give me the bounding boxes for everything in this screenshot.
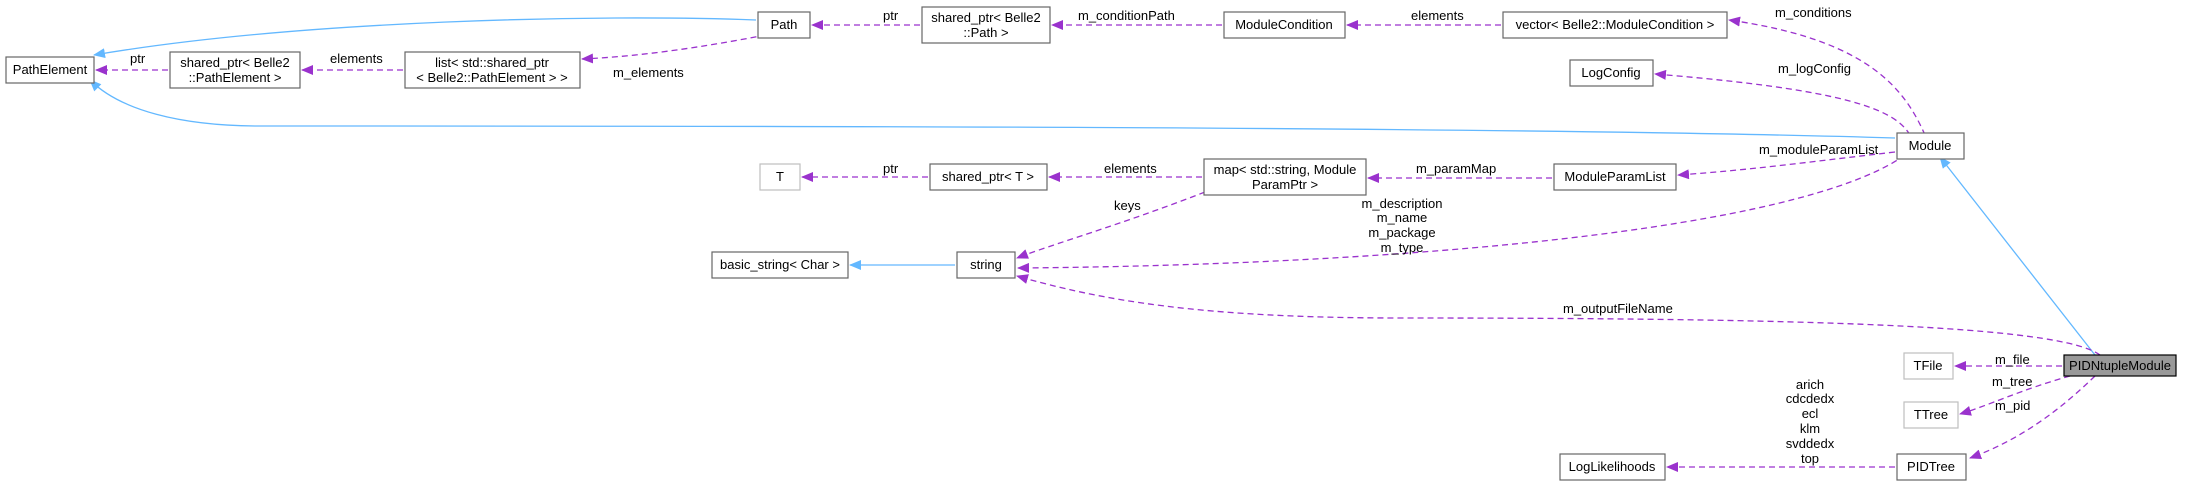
node-shared-ptr-t[interactable]: shared_ptr< T > (929, 163, 1048, 191)
node-shared-ptr-path-element-label-2: ::PathElement > (189, 70, 282, 85)
node-ttree-label: TTree (1914, 407, 1948, 422)
node-shared-ptr-path-element-label-1: shared_ptr< Belle2 (180, 55, 290, 70)
node-shared-ptr-path-element[interactable]: shared_ptr< Belle2 ::PathElement > (169, 51, 301, 89)
node-module-param-list[interactable]: ModuleParamList (1553, 163, 1677, 191)
node-list-shared-ptr[interactable]: list< std::shared_ptr < Belle2::PathElem… (404, 51, 581, 89)
node-basic-string-label: basic_string< Char > (720, 257, 840, 272)
node-map-label-2: ParamPtr > (1252, 177, 1318, 192)
node-log-likelihoods-label: LogLikelihoods (1569, 459, 1656, 474)
node-t[interactable]: T (759, 163, 801, 191)
label-likelihood-cdcdedx: cdcdedx (1786, 391, 1835, 406)
node-module[interactable]: Module (1896, 132, 1965, 160)
label-ptr-path-element: ptr (130, 51, 146, 66)
edge-pidntuple-inherits-module (1939, 156, 2096, 356)
edge-keys-to-string (1016, 191, 1206, 259)
label-module-string-m-type: m_type (1381, 240, 1424, 255)
node-shared-ptr-path[interactable]: shared_ptr< Belle2 ::Path > (921, 6, 1051, 44)
edge-m-conditions-to-vector (1728, 16, 1926, 136)
label-m-tree: m_tree (1992, 374, 2032, 389)
node-shared-ptr-path-label-2: ::Path > (963, 25, 1008, 40)
label-m-param-map: m_paramMap (1416, 161, 1496, 176)
node-vector-module-condition-label: vector< Belle2::ModuleCondition > (1516, 17, 1715, 32)
label-m-output-file-name: m_outputFileName (1563, 301, 1673, 316)
label-elements-map: elements (1104, 161, 1157, 176)
label-m-pid: m_pid (1995, 398, 2030, 413)
node-t-label: T (776, 169, 784, 184)
label-likelihood-top: top (1801, 451, 1819, 466)
node-shared-ptr-path-label-1: shared_ptr< Belle2 (931, 10, 1041, 25)
node-map-label-1: map< std::string, Module (1214, 162, 1357, 177)
label-likelihood-arich: arich (1796, 377, 1824, 392)
node-path-element[interactable]: PathElement (5, 56, 95, 84)
label-m-log-config: m_logConfig (1778, 61, 1851, 76)
node-list-shared-ptr-label-1: list< std::shared_ptr (435, 55, 549, 70)
node-string[interactable]: string (956, 251, 1016, 279)
edge-path-inherits-path-element (93, 17, 757, 59)
node-list-shared-ptr-label-2: < Belle2::PathElement > > (416, 70, 567, 85)
label-m-condition-path: m_conditionPath (1078, 8, 1175, 23)
label-module-string-m-name: m_name (1377, 210, 1428, 225)
node-string-label: string (970, 257, 1002, 272)
label-ptr-path: ptr (883, 8, 899, 23)
node-basic-string[interactable]: basic_string< Char > (711, 251, 849, 279)
node-pid-tree-label: PIDTree (1907, 459, 1955, 474)
node-tfile[interactable]: TFile (1903, 352, 1954, 380)
node-log-config-label: LogConfig (1581, 65, 1640, 80)
node-tfile-label: TFile (1914, 358, 1943, 373)
label-ptr-t: ptr (883, 161, 899, 176)
label-likelihood-ecl: ecl (1802, 406, 1819, 421)
label-m-module-param-list: m_moduleParamList (1759, 142, 1879, 157)
node-module-condition-label: ModuleCondition (1235, 17, 1333, 32)
label-m-elements: m_elements (613, 65, 684, 80)
edge-m-tree-to-ttree (1959, 375, 2071, 416)
node-log-config[interactable]: LogConfig (1569, 59, 1654, 87)
label-likelihood-klm: klm (1800, 421, 1820, 436)
node-vector-module-condition[interactable]: vector< Belle2::ModuleCondition > (1502, 11, 1728, 39)
label-likelihood-svddedx: svddedx (1786, 436, 1835, 451)
node-path[interactable]: Path (757, 11, 811, 39)
label-module-string-m-package: m_package (1368, 225, 1435, 240)
node-path-element-label: PathElement (13, 62, 88, 77)
node-path-label: Path (771, 17, 798, 32)
node-pid-ntuple-module[interactable]: PIDNtupleModule (2063, 354, 2177, 377)
node-module-label: Module (1909, 138, 1952, 153)
edge-m-module-param-list-to-module-param-list (1677, 151, 1896, 180)
edge-module-strings-to-string (1017, 154, 1906, 273)
label-keys: keys (1114, 198, 1141, 213)
edge-m-pid-to-pid-tree (1969, 375, 2096, 459)
node-shared-ptr-t-label: shared_ptr< T > (942, 169, 1034, 184)
label-elements-list: elements (330, 51, 383, 66)
node-map[interactable]: map< std::string, Module ParamPtr > (1203, 158, 1367, 196)
label-m-file: m_file (1995, 352, 2030, 367)
node-pid-tree[interactable]: PIDTree (1896, 453, 1967, 481)
label-m-conditions: m_conditions (1775, 5, 1852, 20)
label-elements-vector: elements (1411, 8, 1464, 23)
edge-m-output-file-name-to-string (1016, 274, 2101, 356)
node-log-likelihoods[interactable]: LogLikelihoods (1559, 453, 1666, 481)
node-module-param-list-label: ModuleParamList (1564, 169, 1666, 184)
node-ttree[interactable]: TTree (1903, 401, 1959, 429)
edge-m-elements-to-list (581, 32, 777, 64)
label-module-string-m-description: m_description (1362, 196, 1443, 211)
node-pid-ntuple-module-label: PIDNtupleModule (2069, 358, 2171, 373)
node-module-condition[interactable]: ModuleCondition (1223, 11, 1346, 39)
edge-m-log-config-to-log-config (1654, 69, 1911, 136)
edge-module-inherits-path-element (89, 79, 1896, 139)
